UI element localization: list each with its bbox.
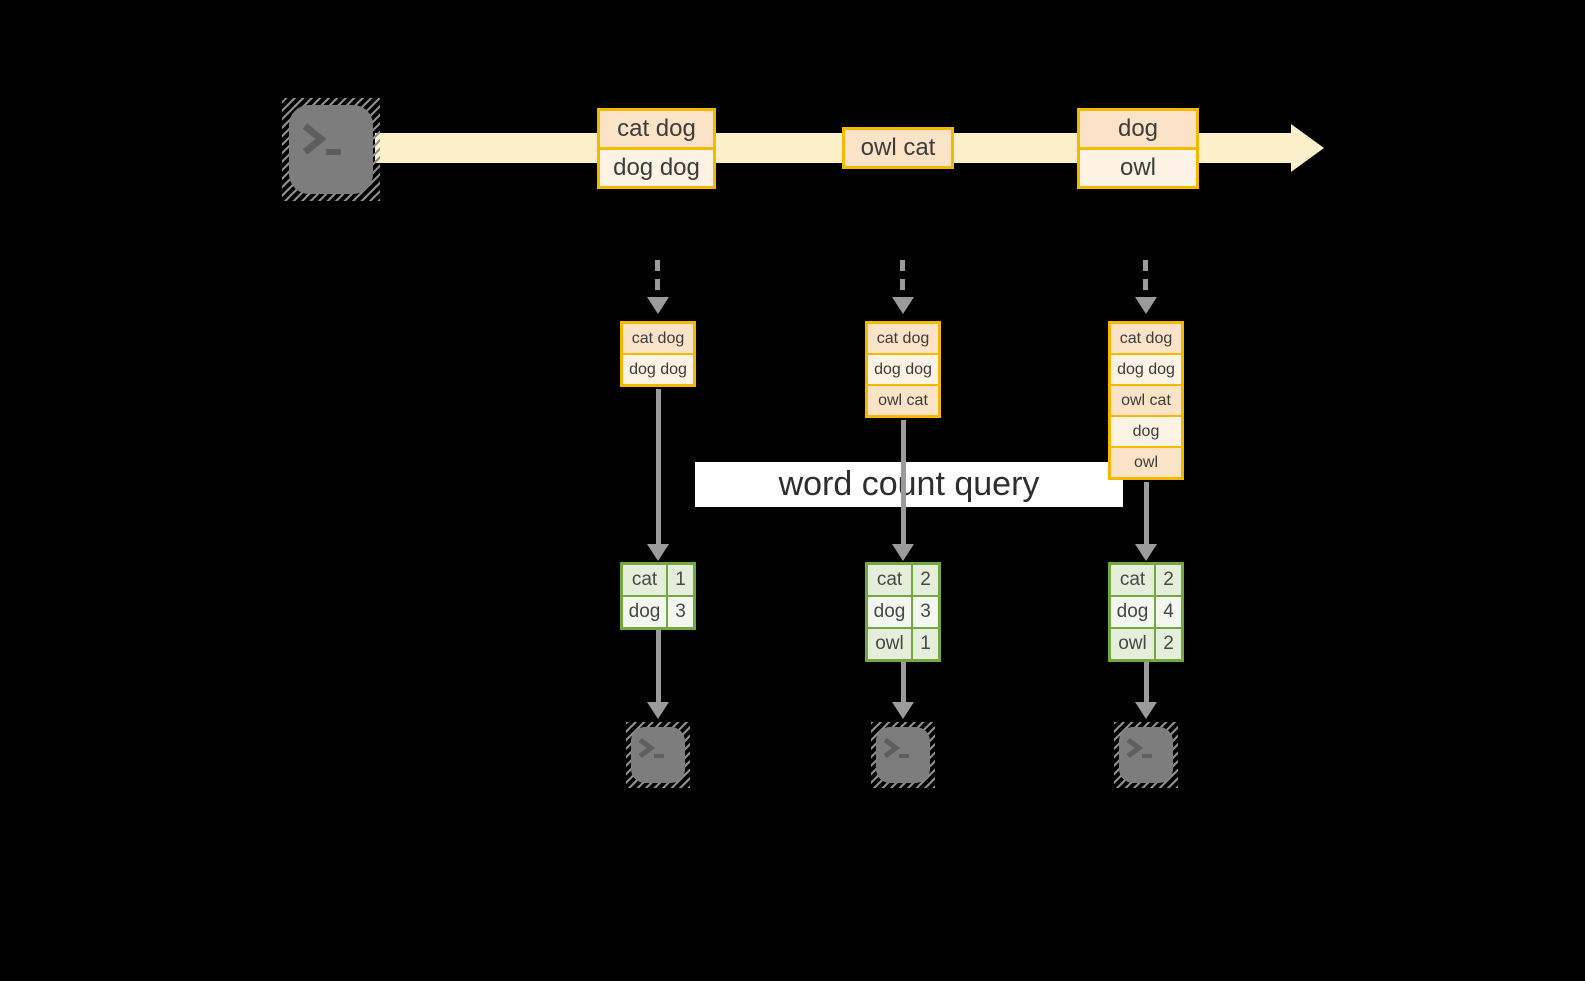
sink-terminal-icon-1 xyxy=(626,722,690,788)
ingest-arrowhead-3 xyxy=(1135,297,1157,314)
event-text: owl cat xyxy=(845,130,951,166)
event-text: dog xyxy=(1080,111,1196,147)
word-count-query-label: word count query xyxy=(695,462,1123,507)
batch-text: owl xyxy=(1111,446,1181,477)
word-cell: cat xyxy=(1111,565,1154,595)
ingest-arrowhead-1 xyxy=(647,297,669,314)
sink-terminal-icon-3 xyxy=(1114,722,1178,788)
word-cell: dog xyxy=(868,597,911,627)
word-cell: cat xyxy=(623,565,666,595)
word-cell: dog xyxy=(623,597,666,627)
ingest-dashed-arrow-1 xyxy=(655,260,660,297)
result-table-3: cat 2 dog 4 owl 2 xyxy=(1108,562,1184,662)
terminal-prompt-icon xyxy=(638,737,664,759)
table-row: cat 2 xyxy=(1111,565,1181,595)
batch-text: owl cat xyxy=(868,384,938,415)
terminal-prompt-icon xyxy=(302,123,341,155)
batch-text: dog dog xyxy=(868,353,938,384)
batch-text: owl cat xyxy=(1111,384,1181,415)
batch-text: cat dog xyxy=(1111,324,1181,353)
event-text: dog dog xyxy=(600,147,713,186)
count-cell: 3 xyxy=(668,597,693,627)
batch-text: dog dog xyxy=(1111,353,1181,384)
stream-arrowhead-icon xyxy=(1291,124,1324,172)
table-row: owl 1 xyxy=(868,629,938,659)
event-text: owl xyxy=(1080,147,1196,186)
count-cell: 2 xyxy=(1156,565,1181,595)
word-cell: cat xyxy=(868,565,911,595)
table-row: dog 3 xyxy=(868,597,938,627)
table-row: dog 4 xyxy=(1111,597,1181,627)
sink-arrowhead-1 xyxy=(647,702,669,719)
terminal-prompt-icon xyxy=(883,737,909,759)
batch-text: dog xyxy=(1111,415,1181,446)
stream-event-box-1: cat dog dog dog xyxy=(597,108,716,189)
word-cell: owl xyxy=(1111,629,1154,659)
table-row: cat 1 xyxy=(623,565,693,595)
sink-arrow-1 xyxy=(656,630,661,702)
count-cell: 4 xyxy=(1156,597,1181,627)
ingest-arrowhead-2 xyxy=(892,297,914,314)
table-row: dog 3 xyxy=(623,597,693,627)
query-arrow-2 xyxy=(901,420,906,544)
word-cell: dog xyxy=(1111,597,1154,627)
count-cell: 1 xyxy=(913,629,938,659)
sink-arrowhead-3 xyxy=(1135,702,1157,719)
count-cell: 2 xyxy=(913,565,938,595)
count-cell: 3 xyxy=(913,597,938,627)
table-row: cat 2 xyxy=(868,565,938,595)
terminal-prompt-icon xyxy=(1126,737,1152,759)
batch-text: cat dog xyxy=(868,324,938,353)
table-row: owl 2 xyxy=(1111,629,1181,659)
query-arrow-1 xyxy=(656,389,661,544)
sink-arrow-3 xyxy=(1144,662,1149,702)
count-cell: 2 xyxy=(1156,629,1181,659)
query-arrowhead-2 xyxy=(892,544,914,561)
query-label-text: word count query xyxy=(778,465,1040,503)
batch-text: dog dog xyxy=(623,353,693,384)
source-terminal-icon xyxy=(282,98,380,201)
query-arrow-3 xyxy=(1144,482,1149,544)
ingest-dashed-arrow-3 xyxy=(1143,260,1148,297)
sink-arrowhead-2 xyxy=(892,702,914,719)
stream-event-box-2: owl cat xyxy=(842,127,954,169)
count-cell: 1 xyxy=(668,565,693,595)
result-table-1: cat 1 dog 3 xyxy=(620,562,696,630)
word-cell: owl xyxy=(868,629,911,659)
ingest-dashed-arrow-2 xyxy=(900,260,905,297)
sink-terminal-icon-2 xyxy=(871,722,935,788)
sink-arrow-2 xyxy=(901,662,906,702)
query-arrowhead-1 xyxy=(647,544,669,561)
query-arrowhead-3 xyxy=(1135,544,1157,561)
result-table-2: cat 2 dog 3 owl 1 xyxy=(865,562,941,662)
batch-text: cat dog xyxy=(623,324,693,353)
event-text: cat dog xyxy=(600,111,713,147)
microbatch-box-3: cat dog dog dog owl cat dog owl xyxy=(1108,321,1184,480)
stream-event-box-3: dog owl xyxy=(1077,108,1199,189)
microbatch-box-2: cat dog dog dog owl cat xyxy=(865,321,941,418)
microbatch-box-1: cat dog dog dog xyxy=(620,321,696,387)
